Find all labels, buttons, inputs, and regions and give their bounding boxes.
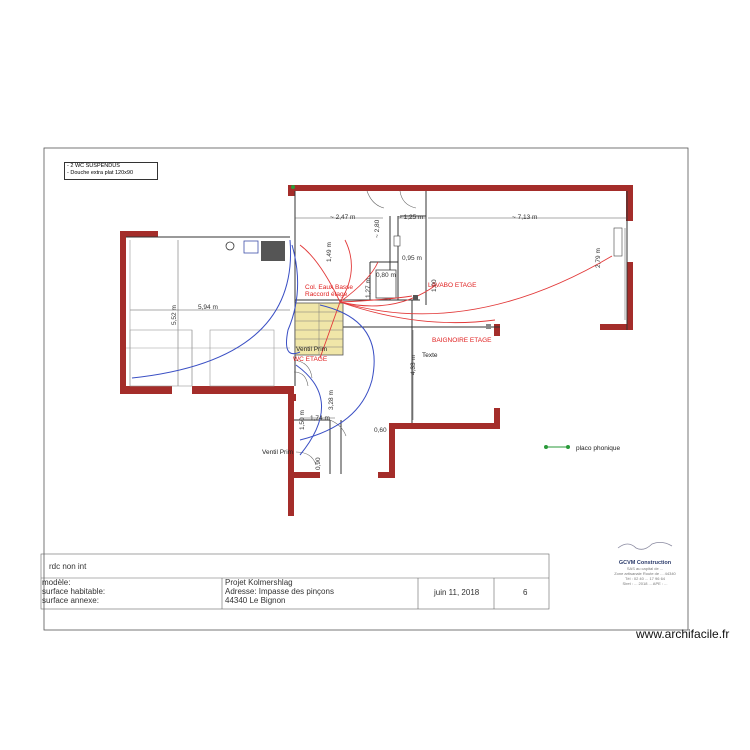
- company-line-4: Siret : ... 2018 ... APE : ...: [622, 581, 668, 586]
- dim-247: ~ 2,47 m: [330, 214, 355, 221]
- title-row: rdc non int: [49, 562, 87, 571]
- pipe-node: [291, 185, 295, 189]
- drain-icon: [225, 241, 235, 251]
- pipe-node-2: [413, 295, 418, 300]
- label-lavabo: LAVABO ETAGE: [428, 282, 477, 289]
- label-raccord: Raccord étage: [305, 291, 348, 298]
- label-placo: placo phonique: [576, 445, 620, 452]
- cartouche-frame: [40, 553, 550, 610]
- left-wing-fixtures: [126, 240, 290, 387]
- staircase: [294, 302, 344, 356]
- meter-box: [243, 240, 259, 254]
- surface-habitable-label: surface habitable:: [42, 587, 106, 596]
- pipe-node-3: [486, 324, 491, 329]
- dim-328: 3,28 m: [328, 390, 335, 410]
- notes-box: - 2 WC SUSPENDUS - Douche extra plat 120…: [64, 162, 158, 180]
- project-city: 44340 Le Bignon: [225, 596, 286, 605]
- dim-594: 5,94 m: [198, 304, 218, 311]
- company-line-3: Tél : 02 40 ... 17 96 64: [624, 576, 666, 581]
- dimension-lines: [130, 217, 627, 420]
- note-line-2: - Douche extra plat 120x90: [67, 170, 134, 176]
- surface-annexe-label: surface annexe:: [42, 596, 99, 605]
- dim-280: ~ 2,80: [374, 219, 381, 238]
- company-name: GCVM Construction: [618, 560, 672, 566]
- blue-pipes: [131, 239, 375, 456]
- label-ventil-prim-1: Ventil Prim: [296, 346, 327, 353]
- dim-552: 5,52 m: [171, 305, 178, 325]
- dim-433: 4,33 m: [410, 355, 417, 375]
- project-name: Projet Kolmershlag: [225, 578, 293, 587]
- sheet-border: [43, 147, 689, 631]
- dim-149: 1,49 m: [326, 242, 333, 262]
- label-col-eaux: Col. Eaux Basse: [305, 284, 353, 291]
- dim-125: ~ 1,25 m: [398, 214, 423, 221]
- dim-713: ~ 7,13 m: [512, 214, 537, 221]
- placo-dot-left: [544, 445, 548, 449]
- boiler-box: [261, 241, 285, 261]
- page-number: 6: [523, 588, 528, 597]
- label-texte: Texte: [422, 352, 438, 359]
- dim-150: 1,50 m: [299, 410, 306, 430]
- door-arcs: [293, 190, 417, 466]
- project-date: juin 11, 2018: [434, 588, 480, 597]
- label-wc-etage: WC ETAGE: [293, 356, 328, 363]
- dim-080: 0,80 m: [376, 272, 396, 279]
- dim-090: 0,90: [315, 457, 322, 470]
- label-ventil-prim-2: Ventil Prim: [262, 449, 293, 456]
- dim-127: 1,27 m: [365, 278, 372, 298]
- walls: [120, 185, 633, 516]
- company-line-2: Zone artisanale Route de ... 44340: [614, 571, 676, 576]
- signature: [617, 542, 673, 550]
- title-block: rdc non int modèle: surface habitable: s…: [41, 554, 549, 609]
- dim-100: 1,00: [431, 279, 438, 292]
- sink-fixture: [613, 227, 623, 257]
- wc-fixture: [375, 269, 397, 299]
- red-pipes: [299, 239, 613, 359]
- company-block: GCVM Construction SAS au capital de ... …: [597, 534, 693, 594]
- wc-fixture-2: [393, 235, 401, 247]
- dim-279: 2,79 m: [595, 248, 602, 268]
- label-baignoire: BAIGNOIRE ETAGE: [432, 337, 492, 344]
- dim-060: 0,60: [374, 427, 387, 434]
- dim-174: 1,74 m: [310, 415, 330, 422]
- placo-dot-right: [566, 445, 570, 449]
- note-line-1: - 2 WC SUSPENDUS: [67, 163, 120, 169]
- project-address: Adresse: Impasse des pinçons: [225, 587, 334, 596]
- company-line-1: SAS au capital de ...: [626, 566, 664, 571]
- modele-label: modèle:: [42, 578, 71, 587]
- watermark: www.archifacile.fr: [636, 627, 730, 641]
- dim-095: 0,95 m: [402, 255, 422, 262]
